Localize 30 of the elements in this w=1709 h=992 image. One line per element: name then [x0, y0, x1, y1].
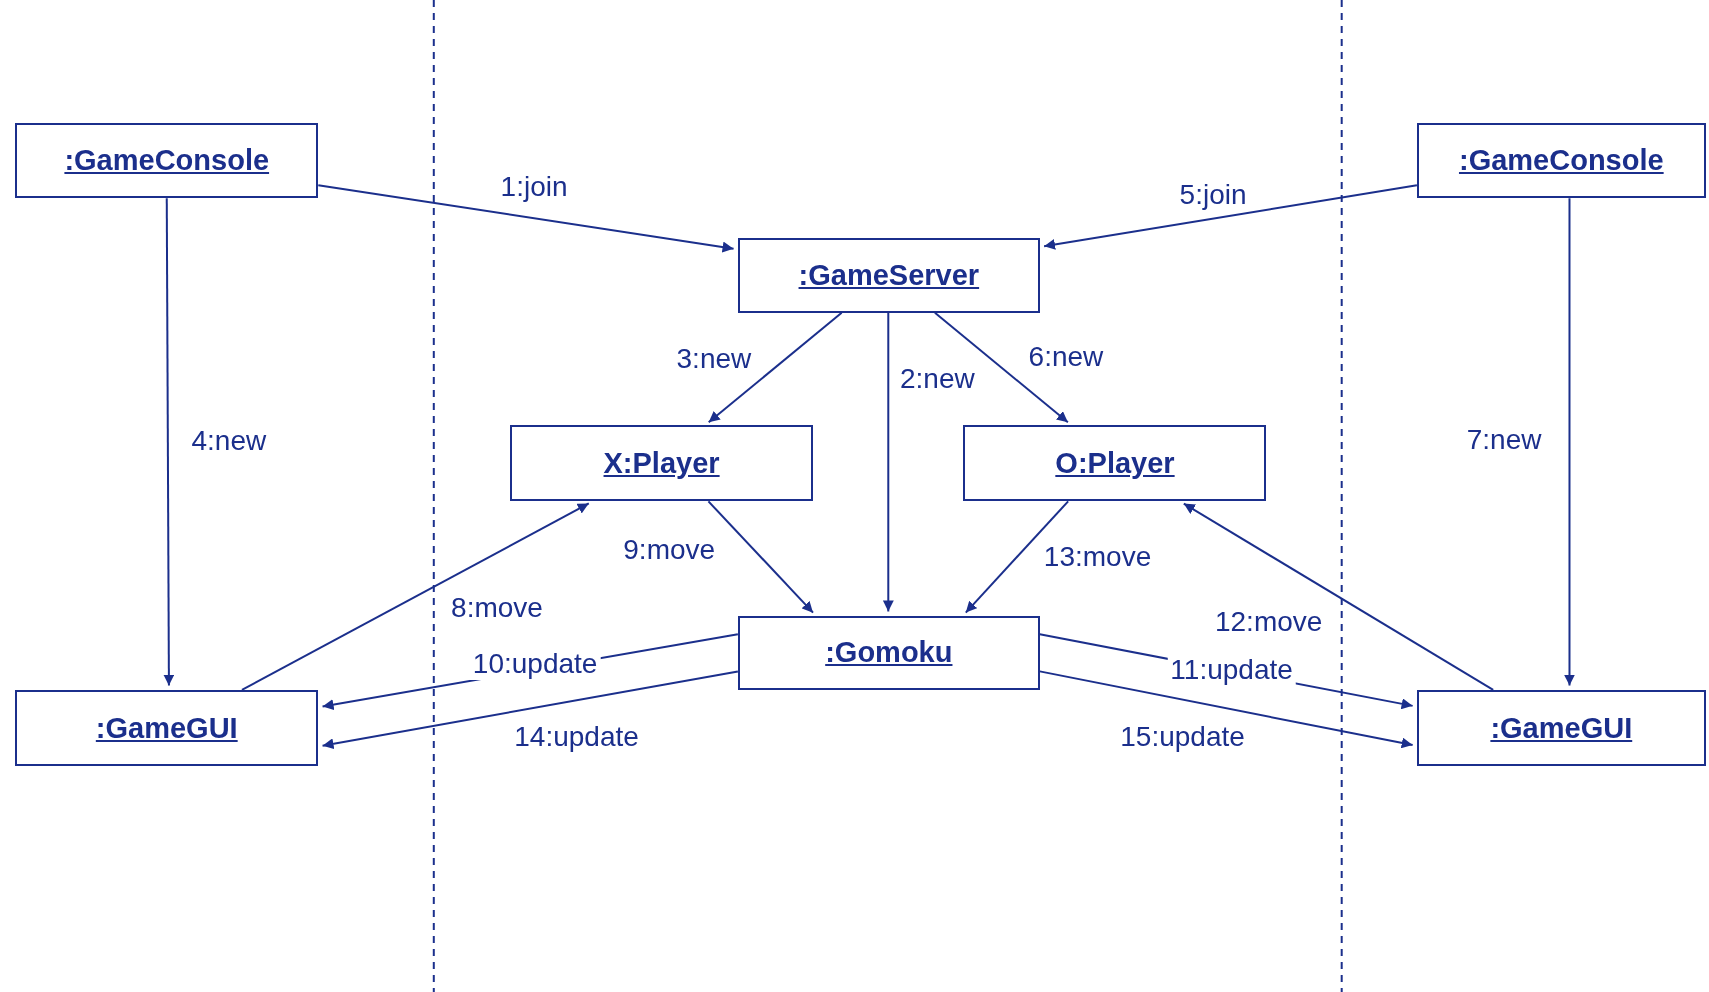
- object-box: [1416, 689, 1706, 767]
- message-arrow: [240, 502, 590, 691]
- object-name: O:Player: [1055, 446, 1175, 480]
- object-name: X:Player: [603, 446, 720, 480]
- message-arrow: [317, 184, 735, 253]
- object-box: [1416, 123, 1706, 199]
- message-arrow: [964, 500, 1070, 614]
- message-arrow: [321, 670, 739, 750]
- object-box: [510, 425, 814, 502]
- message-arrow: [1182, 502, 1495, 691]
- object-box: [15, 689, 319, 767]
- object-box: [737, 237, 1040, 313]
- object-name: :GameConsole: [1458, 144, 1664, 178]
- object-name: :GameGUI: [95, 711, 238, 745]
- object-box: [963, 425, 1267, 502]
- message-arrow: [1564, 197, 1575, 687]
- edge-label: 11:update: [1167, 654, 1296, 687]
- message-arrow: [933, 311, 1069, 424]
- message-arrow: [707, 500, 815, 614]
- object-box: [737, 615, 1040, 690]
- object-name: :GameServer: [798, 258, 980, 292]
- message-arrow: [1038, 670, 1414, 749]
- object-name: :GameConsole: [64, 144, 270, 178]
- message-arrow: [882, 311, 894, 613]
- message-arrow: [1043, 184, 1418, 250]
- message-arrow: [707, 311, 843, 424]
- object-name: :GameGUI: [1490, 711, 1633, 745]
- message-arrow: [163, 197, 175, 687]
- object-name: :Gomoku: [825, 636, 953, 670]
- object-box: [15, 123, 319, 199]
